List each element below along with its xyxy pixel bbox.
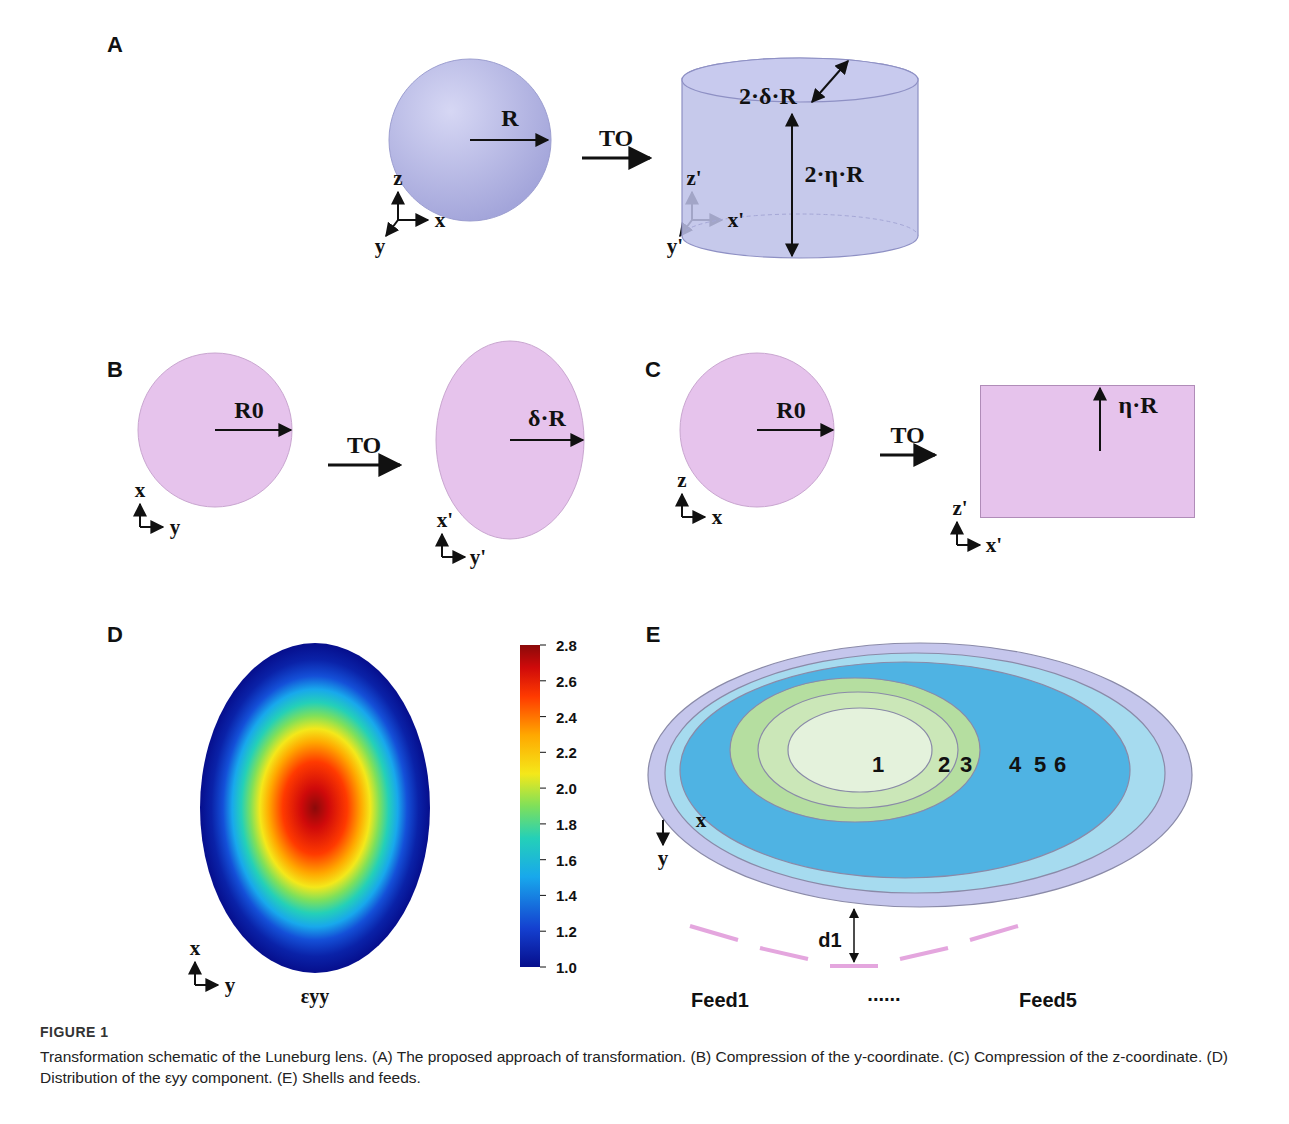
d1-dimension (853, 909, 855, 962)
ellipse-shape (436, 341, 584, 539)
dimension-label: R0 (234, 397, 263, 424)
cylinder-body (682, 58, 918, 258)
figure-caption: Transformation schematic of the Luneburg… (40, 1046, 1255, 1088)
cylinder-top (682, 58, 918, 102)
axis-label: x' (986, 533, 1002, 558)
shell-number: 1 (872, 752, 884, 778)
transform-arrow (582, 157, 650, 160)
axis-label: x (712, 505, 723, 530)
transform-arrow (880, 454, 935, 457)
edge-label: TO (599, 125, 633, 152)
panel-letter: D (107, 622, 123, 648)
shell (648, 643, 1192, 907)
colorbar-tick: 1.8 (556, 815, 577, 832)
ellipse-outline (435, 340, 585, 540)
circle-node: R0 (679, 352, 835, 508)
dimension-arrow (812, 61, 848, 102)
colorbar-tick: 1.4 (556, 887, 577, 904)
rectangle-outline (980, 385, 1195, 518)
axis-label: x (135, 478, 146, 503)
shell (788, 708, 932, 792)
epsilon-map (200, 643, 430, 973)
dimension-arrow (791, 114, 793, 256)
sphere-shape (389, 59, 551, 221)
axis-label: z (677, 468, 686, 493)
colorbar-tick: 2.6 (556, 672, 577, 689)
circle-shape (138, 353, 292, 507)
axis-label: z (393, 166, 402, 191)
edge-label: TO (890, 422, 924, 449)
figure-title: FIGURE 1 (40, 1024, 109, 1040)
dimension-arrow (510, 439, 583, 441)
shell (680, 662, 1130, 878)
colorbar-tick: 2.2 (556, 744, 577, 761)
lens-shells (648, 643, 1192, 907)
dimension-label: R (501, 105, 518, 132)
colorbar-tick: 1.2 (556, 923, 577, 940)
colorbar-tick: 2.4 (556, 708, 577, 725)
shell-number: 2 (938, 752, 950, 778)
axis-label: y' (470, 545, 486, 570)
feed-label: Feed5 (1019, 989, 1077, 1012)
dimension-label: R0 (776, 397, 805, 424)
colorbar-ticks (540, 645, 546, 967)
sphere-outline (388, 58, 552, 222)
axis-label: y' (667, 234, 683, 259)
axis-label: x' (728, 208, 744, 233)
panel-letter: A (107, 32, 123, 58)
dimension-arrow (1099, 388, 1101, 451)
shell-number: 4 (1009, 752, 1021, 778)
dimension-label: 2·η·R (805, 161, 864, 188)
axis-label: x (190, 936, 201, 961)
axis-label: x (696, 808, 707, 833)
circle-shape (680, 353, 834, 507)
rect-shape (981, 386, 1195, 518)
panel-letter: E (646, 622, 661, 648)
feed-label: d1 (818, 929, 841, 952)
axis-label: y (170, 515, 181, 540)
shell (730, 678, 980, 822)
cylinder-node: 2·δ·R 2·η·R (680, 56, 920, 260)
ellipse-node: δ·R (435, 340, 585, 540)
colorbar (520, 645, 540, 967)
dimension-arrow (215, 429, 291, 431)
component-label: εyy (301, 985, 330, 1008)
shell (665, 653, 1165, 893)
panel-letter: B (107, 357, 123, 383)
dimension-label: δ·R (528, 405, 566, 432)
colorbar-tick: 1.6 (556, 851, 577, 868)
dimension-label: η·R (1119, 392, 1158, 419)
axis-label: z' (952, 496, 967, 521)
sphere-node: R (388, 58, 552, 222)
dimension-arrow (757, 429, 833, 431)
cylinder-hidden-edge (682, 214, 918, 236)
feed-label: Feed1 (691, 989, 749, 1012)
circle-outline (137, 352, 293, 508)
cylinder-outline (680, 56, 920, 260)
panel-letter: C (645, 357, 661, 383)
axis-label: y (225, 973, 236, 998)
axis-label: y (375, 234, 386, 259)
circle-outline (679, 352, 835, 508)
circle-node: R0 (137, 352, 293, 508)
edge-label: TO (347, 432, 381, 459)
dimension-label: 2·δ·R (739, 83, 797, 110)
shell-number: 3 (960, 752, 972, 778)
feed-label: ...... (867, 983, 900, 1006)
rectangle-node: η·R (980, 385, 1195, 518)
transform-arrow (328, 464, 400, 467)
shell (758, 692, 958, 808)
dimension-arrow (470, 139, 548, 141)
colorbar-tick: 2.0 (556, 780, 577, 797)
axis-label: y (658, 846, 669, 871)
axis-label: z' (686, 166, 701, 191)
colorbar-tick: 2.8 (556, 637, 577, 654)
axis-label: x' (437, 508, 453, 533)
colorbar-tick: 1.0 (556, 959, 577, 976)
shell-number: 5 (1034, 752, 1046, 778)
shell-number: 6 (1054, 752, 1066, 778)
axis-label: x (435, 208, 446, 233)
